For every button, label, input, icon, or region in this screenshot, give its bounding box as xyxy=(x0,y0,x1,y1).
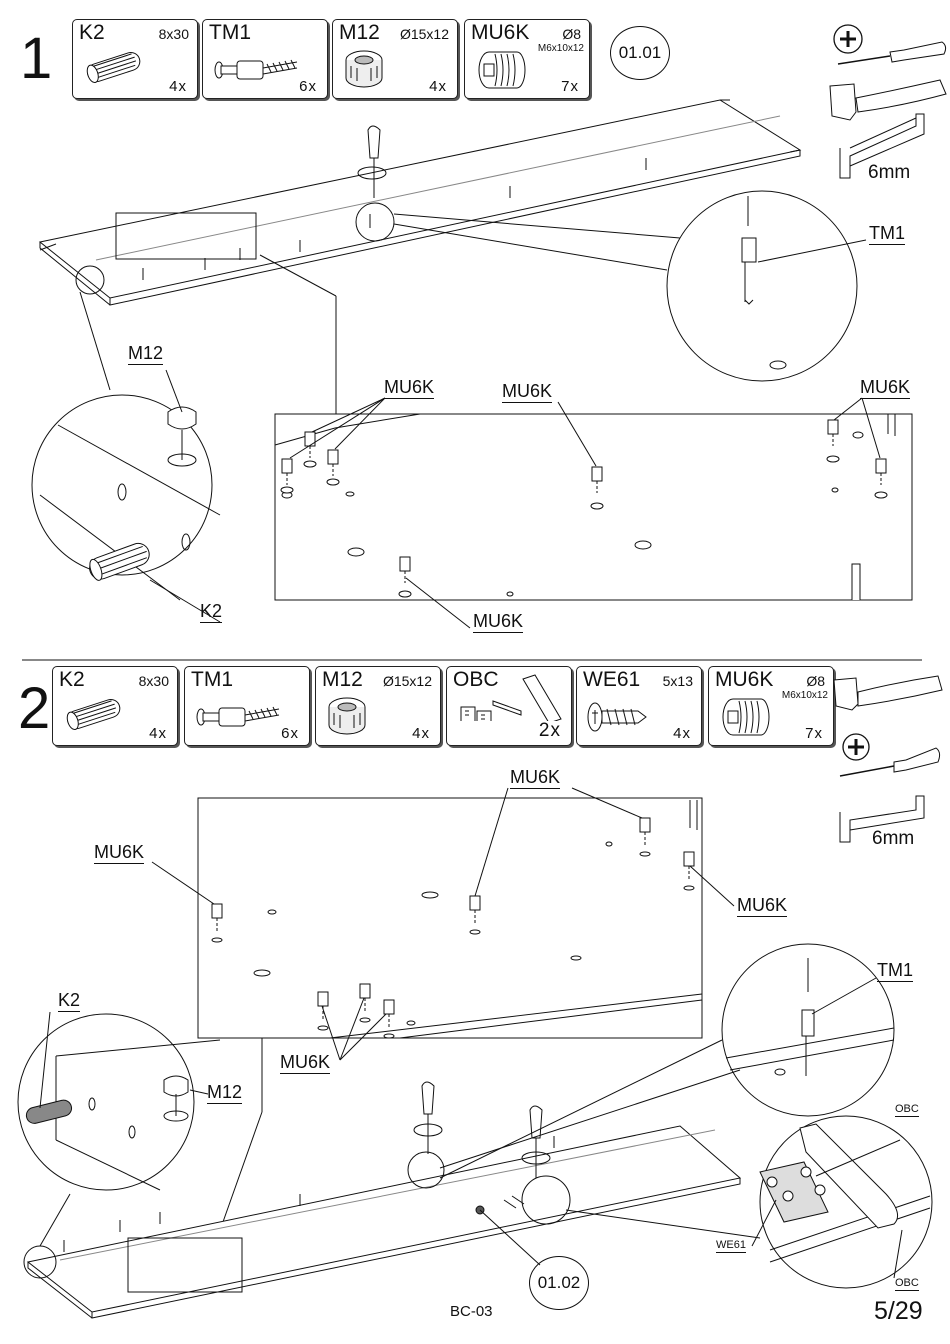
part-card-obc: OBC 2x xyxy=(446,666,572,746)
label-tm1: TM1 xyxy=(877,961,913,982)
part-size: Ø8 xyxy=(562,26,581,42)
label-k2: K2 xyxy=(200,602,222,623)
label-obc: OBC xyxy=(895,1278,919,1291)
page-number: 5/29 xyxy=(874,1297,923,1326)
reference-circle: 01.01 xyxy=(610,26,670,80)
part-qty: 4x xyxy=(149,725,167,742)
part-card-mu6k: MU6K Ø8 M6x10x12 7x xyxy=(464,19,590,99)
dowel-icon xyxy=(79,46,149,90)
part-code: WE61 xyxy=(583,668,640,692)
phillips-screwdriver-icon xyxy=(834,25,946,64)
label-m12: M12 xyxy=(128,344,163,365)
part-code: M12 xyxy=(322,668,363,692)
part-qty: 4x xyxy=(169,78,187,95)
threaded-insert-icon xyxy=(715,693,781,739)
threaded-insert-icon xyxy=(471,46,537,92)
panel-drawing-step1 xyxy=(32,100,912,622)
label-mu6k: MU6K xyxy=(280,1053,330,1074)
cam-lock-icon xyxy=(339,46,389,92)
label-mu6k: MU6K xyxy=(510,768,560,789)
part-size: 5x13 xyxy=(663,673,693,689)
part-size-secondary: M6x10x12 xyxy=(782,690,828,701)
part-card-k2: K2 8x30 4x xyxy=(72,19,198,99)
part-qty: 2x xyxy=(539,720,561,742)
part-size-secondary: M6x10x12 xyxy=(538,43,584,54)
hinge-mount-icon xyxy=(453,673,563,721)
part-size: Ø15x12 xyxy=(383,673,432,689)
label-k2: K2 xyxy=(58,991,80,1012)
label-mu6k: MU6K xyxy=(860,378,910,399)
part-size: 8x30 xyxy=(159,26,189,42)
part-code: M12 xyxy=(339,21,380,45)
label-mu6k: MU6K xyxy=(502,382,552,403)
label-m12: M12 xyxy=(207,1083,242,1104)
hammer-icon xyxy=(834,676,942,710)
part-card-m12: M12 Ø15x12 4x xyxy=(332,19,458,99)
cam-lock-icon xyxy=(322,693,372,739)
step-number-2: 2 xyxy=(18,680,50,738)
part-code: MU6K xyxy=(471,21,529,45)
part-size: Ø8 xyxy=(806,673,825,689)
dowel-icon xyxy=(59,693,129,737)
phillips-screwdriver-icon xyxy=(840,734,940,776)
label-obc: OBC xyxy=(895,1104,919,1117)
label-mu6k: MU6K xyxy=(384,378,434,399)
insert-markers-step1 xyxy=(281,420,887,597)
connector-bolt-icon xyxy=(191,693,291,737)
part-code: TM1 xyxy=(191,668,233,692)
part-code: K2 xyxy=(59,668,85,692)
part-size: Ø15x12 xyxy=(400,26,449,42)
label-mu6k: MU6K xyxy=(94,843,144,864)
part-qty: 7x xyxy=(561,78,579,95)
reference-circle: 01.02 xyxy=(529,1256,589,1310)
label-mu6k: MU6K xyxy=(473,612,523,633)
part-code: K2 xyxy=(79,21,105,45)
step-number-1: 1 xyxy=(20,30,52,88)
part-qty: 7x xyxy=(805,725,823,742)
label-we61: WE61 xyxy=(716,1240,746,1253)
part-qty: 4x xyxy=(673,725,691,742)
part-qty: 4x xyxy=(429,78,447,95)
part-card-tm1: TM1 6x xyxy=(184,666,310,746)
part-card-we61: WE61 5x13 4x xyxy=(576,666,702,746)
part-card-m12: M12 Ø15x12 4x xyxy=(315,666,441,746)
screw-icon xyxy=(583,693,653,737)
insert-markers-step2 xyxy=(212,818,694,1038)
part-size: 8x30 xyxy=(139,673,169,689)
hex-key-size: 6mm xyxy=(872,828,914,850)
part-card-tm1: TM1 6x xyxy=(202,19,328,99)
label-mu6k: MU6K xyxy=(737,896,787,917)
part-code: MU6K xyxy=(715,668,773,692)
hex-key-size: 6mm xyxy=(868,162,910,184)
panel-drawing-step2 xyxy=(18,798,932,1318)
part-card-mu6k: MU6K Ø8 M6x10x12 7x xyxy=(708,666,834,746)
part-card-k2: K2 8x30 4x xyxy=(52,666,178,746)
part-code: TM1 xyxy=(209,21,251,45)
connector-bolt-icon xyxy=(209,46,309,90)
label-tm1: TM1 xyxy=(869,224,905,245)
part-qty: 4x xyxy=(412,725,430,742)
document-code: BC-03 xyxy=(450,1303,493,1320)
hammer-icon xyxy=(830,80,946,120)
